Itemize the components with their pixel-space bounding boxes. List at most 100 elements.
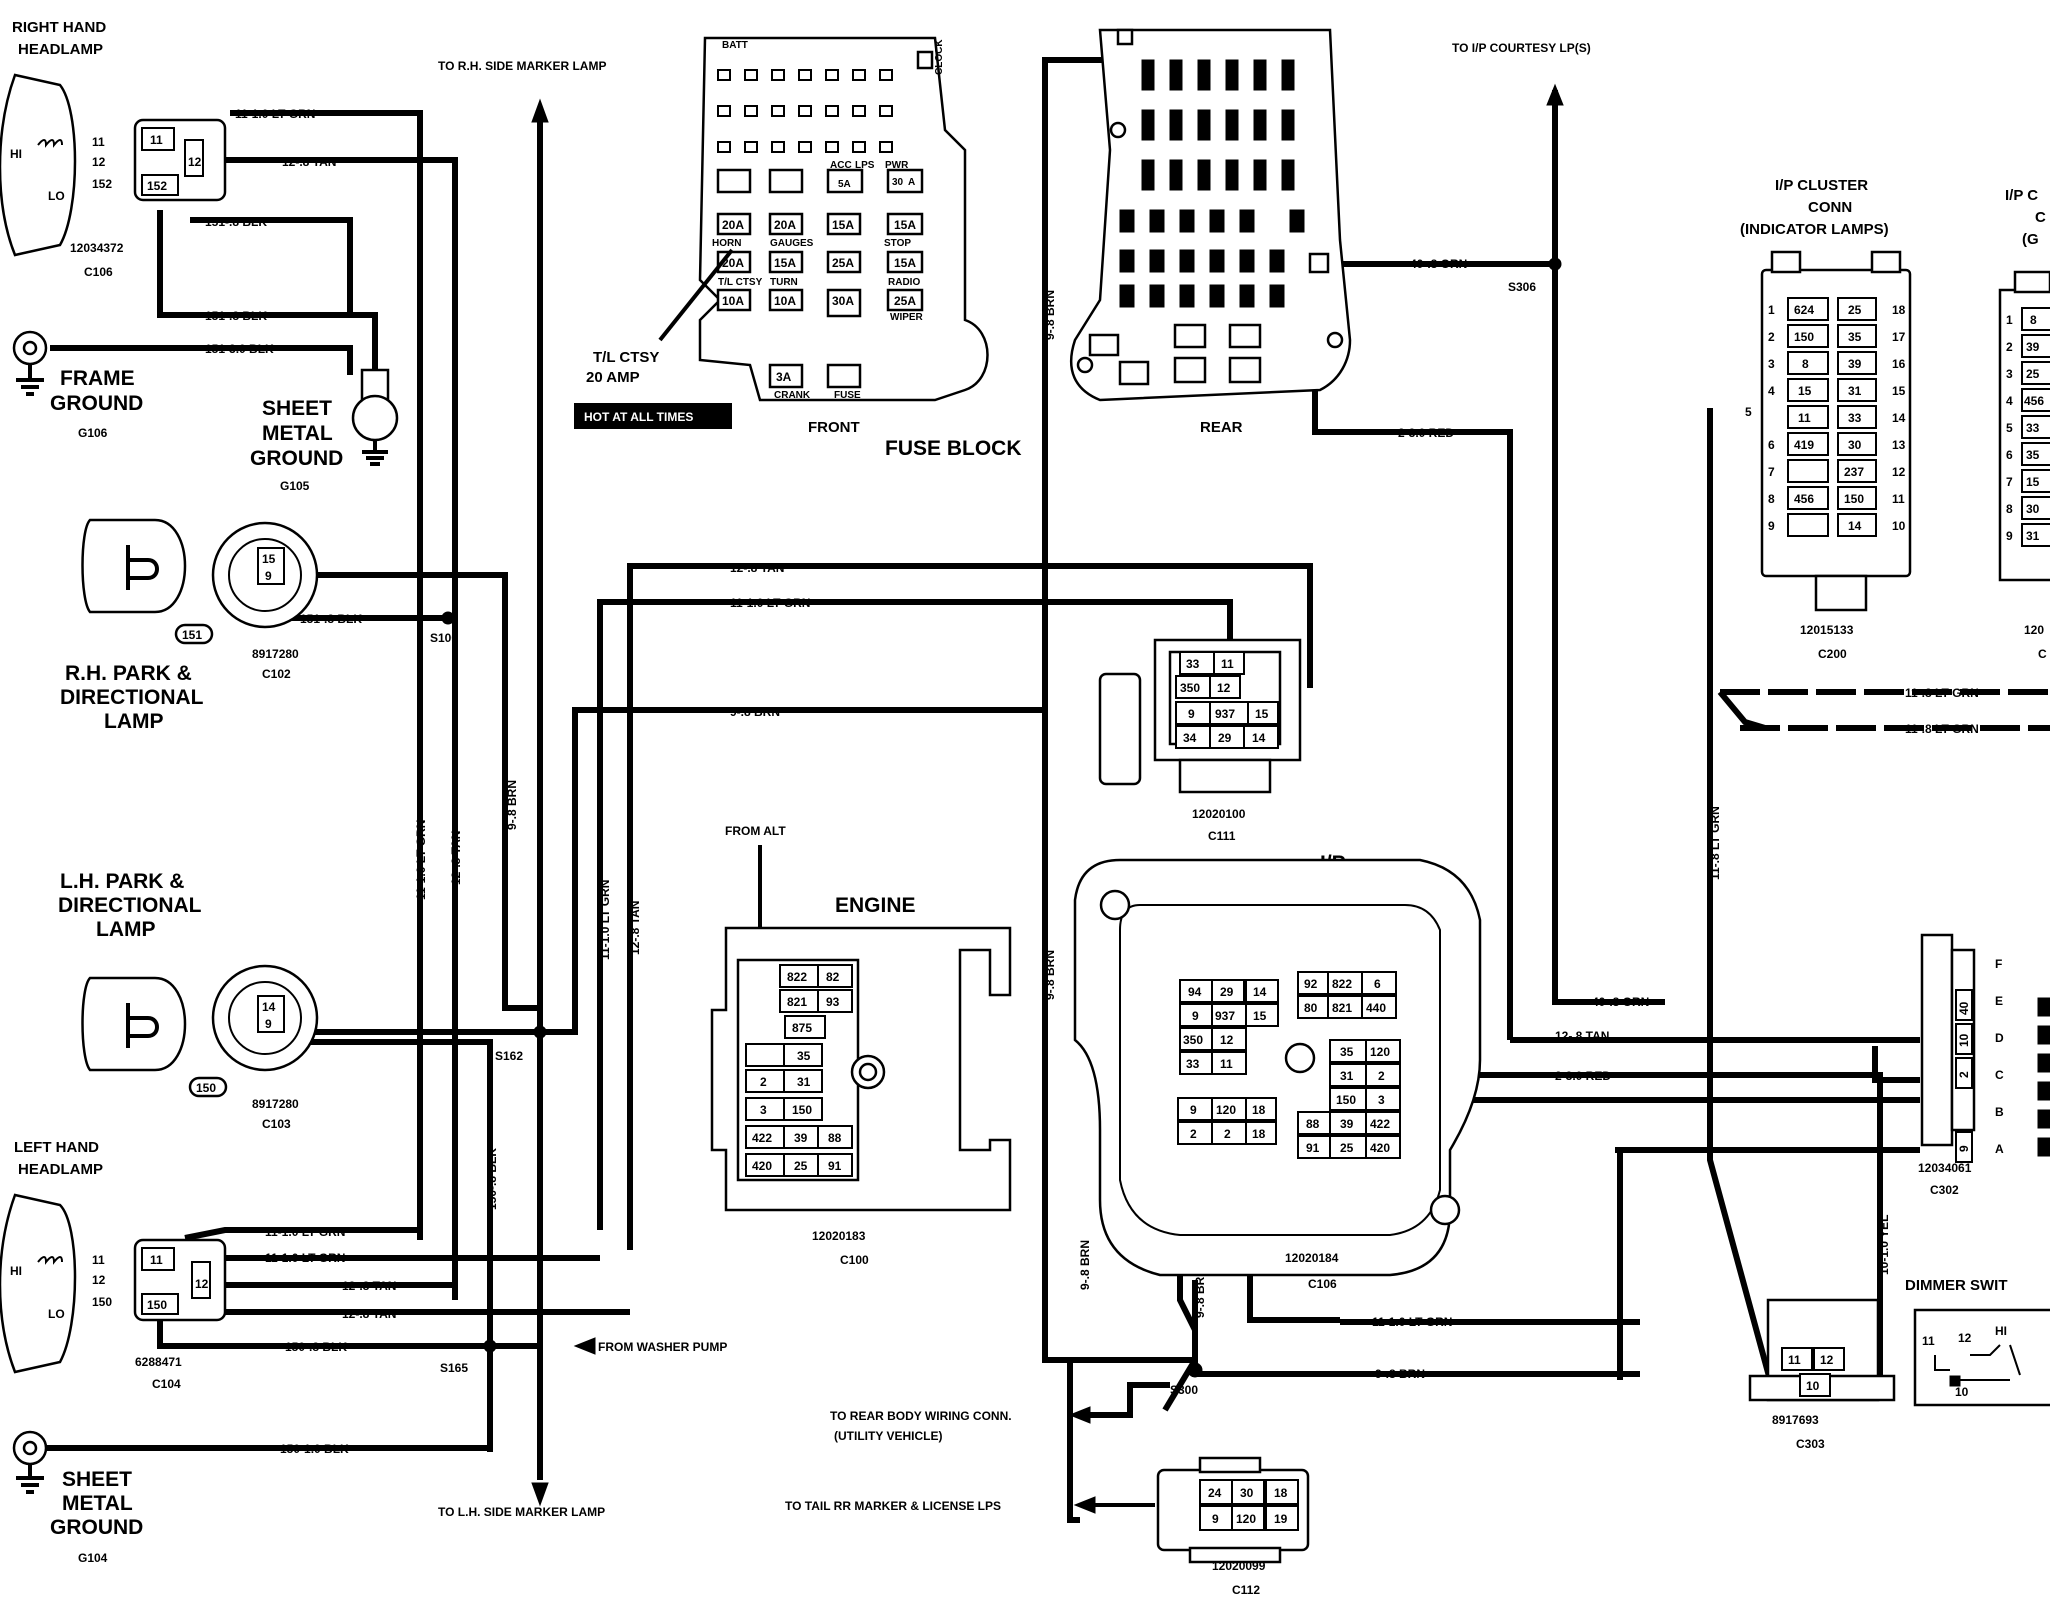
to-rear-body-label-2: (UTILITY VEHICLE) (834, 1429, 942, 1443)
fuse-30-a: A (908, 177, 915, 188)
c106-pin-88: 88 (1306, 1117, 1320, 1131)
c100-pin-31: 31 (797, 1075, 811, 1089)
c106-pin-14: 14 (1253, 985, 1267, 999)
c106-part: 12020184 (1285, 1251, 1339, 1265)
wire-label-12-tan-lh2: 12-.8 TAN (342, 1307, 396, 1321)
dimmer-switch-body (1913, 1308, 2050, 1407)
c200-pin-8: 8 (1802, 357, 1809, 371)
c200-pin-31: 31 (1848, 384, 1862, 398)
vlabel-150-blk: 150-.8 BLK (485, 1148, 499, 1210)
frame-ground-label-1: FRAME (60, 367, 135, 390)
c200b-n3: 3 (2006, 367, 2013, 381)
connector-c302: 40 10 2 9 F E D C B A 12034061 C302 (1918, 933, 2050, 1197)
c200-n15: 15 (1892, 384, 1906, 398)
c200b-pin-456: 456 (2024, 394, 2044, 408)
fuse-label-batt: BATT (722, 40, 748, 51)
c200-n13: 13 (1892, 438, 1906, 452)
c111-pin-33: 33 (1186, 657, 1200, 671)
c200-n9: 9 (1768, 519, 1775, 533)
ip-cluster-c200b: I/P C C (G 8 39 25 456 33 35 15 30 31 1 … (1998, 187, 2050, 661)
c106-pin-120: 120 (1370, 1045, 1390, 1059)
fuse-row-5: 3A CRANK FUSE (768, 363, 862, 401)
frame-ground-g106: FRAME GROUND G106 (12, 330, 143, 440)
c200b-title-2: C (2035, 209, 2046, 226)
c303-part: 8917693 (1772, 1413, 1819, 1427)
c106-pin-9: 9 (1192, 1009, 1199, 1023)
rh-lamp-pin-12: 12 (92, 155, 106, 169)
c303-id: C303 (1796, 1437, 1825, 1451)
rh-headlamp-body (0, 73, 77, 257)
lh-headlamp-conn-id: C104 (152, 1377, 181, 1391)
c200b-n6: 6 (2006, 448, 2013, 462)
splice-s162 (533, 1025, 547, 1039)
lh-park-tag (188, 1076, 228, 1098)
fuse-block-front: BATT CLOCK ACC LPS PWR 30 A 5A 20A 20A 1… (574, 36, 1022, 460)
dimmer-switch: DIMMER SWIT 11 12 HI 10 (1905, 1277, 2050, 1407)
fuse-label-tl-ctsy: T/L CTSY (718, 277, 763, 288)
engine-connector-c100: FROM ALT ENGINE 822 82 821 93 875 35 2 3… (710, 824, 1012, 1267)
c200b-pin-33: 33 (2026, 421, 2040, 435)
rh-headlamp-label-1: RIGHT HAND (12, 19, 106, 36)
tl-ctsy-label-1: T/L CTSY (593, 349, 659, 366)
c106-mid-pins: 35 120 31 2 150 3 88 39 422 91 25 420 (1297, 1039, 1401, 1159)
c111-id: C111 (1208, 829, 1236, 843)
vlabel-12-tan-b: 12-.8 TAN (628, 901, 642, 955)
c106-pin-bl-2b: 2 (1224, 1127, 1231, 1141)
from-washer-pump-label: FROM WASHER PUMP (598, 1340, 727, 1354)
c302-body (1920, 933, 1954, 1147)
wire-label-150-blk: 150-.8 BLK (285, 1340, 347, 1354)
c200-pin-15: 15 (1798, 384, 1812, 398)
wire-label-11-ltgrn-top: 11-1.0 LT GRN (235, 107, 315, 121)
up-arrow-courtesy (1546, 83, 1564, 106)
lh-headlamp-body (0, 1193, 77, 1374)
splice-s100 (441, 611, 455, 625)
fuse-row-4: T/L CTSY TURN RADIO 10A 10A 30A 25A WIPE… (716, 277, 924, 323)
c111-pin-12: 12 (1217, 681, 1231, 695)
wire-label-11-ltgrn-lh2: 11-1.0 LT GRN (265, 1251, 345, 1265)
c200b-pin-35: 35 (2026, 448, 2040, 462)
fuse-label-lps: LPS (855, 160, 875, 171)
c303-pin-12: 12 (1820, 1353, 1834, 1367)
dimmer-pin-12: 12 (1958, 1331, 1972, 1345)
from-alt-label: FROM ALT (725, 824, 786, 838)
c106-pin-29: 29 (1220, 985, 1234, 999)
to-tail-label: TO TAIL RR MARKER & LICENSE LPS (785, 1499, 1001, 1513)
c100-pin-150: 150 (792, 1103, 812, 1117)
lh-headlamp-lo: LO (48, 1307, 65, 1321)
c111-pin-11: 11 (1221, 657, 1234, 671)
wire-label-11-ltgrn-r2: 11-.8 LT GRN (1905, 722, 1979, 736)
c200-pin-150: 150 (1794, 330, 1814, 344)
c106-pin-94: 94 (1188, 985, 1202, 999)
c106-pin-422: 422 (1370, 1117, 1390, 1131)
c200b-n5: 5 (2006, 421, 2013, 435)
c200-pin-624: 624 (1794, 303, 1814, 317)
c106-pin-bl-2a: 2 (1190, 1127, 1197, 1141)
rh-headlamp: RIGHT HAND HEADLAMP HI LO 11 12 152 11 1… (0, 19, 227, 279)
c100-pin-82: 82 (826, 970, 840, 984)
c106-center-bolt (1284, 1042, 1316, 1074)
g104-label-3: GROUND (50, 1516, 143, 1539)
rh-conn-pin-11-box (141, 127, 175, 151)
c303-pin-11: 11 (1788, 1353, 1801, 1367)
g104-label-1: SHEET (62, 1468, 132, 1491)
c111-pin-34: 34 (1183, 731, 1197, 745)
c302-letter-d: D (1995, 1031, 2004, 1045)
vlabel-9-brn-r: 9-.8 BRN (1193, 1268, 1207, 1318)
fuse-label-turn: TURN (770, 277, 798, 288)
fuse-label-gauges: GAUGES (770, 238, 814, 249)
rh-headlamp-label-2: HEADLAMP (18, 41, 103, 58)
fuse-clock-box (916, 50, 934, 70)
c200b-pin-31: 31 (2026, 529, 2040, 543)
c112-pin-9: 9 (1212, 1512, 1219, 1526)
splice-s306 (1548, 257, 1562, 271)
g105-lug (351, 394, 399, 442)
fuse-r2-2: 25A (832, 256, 854, 270)
c106-pin-6: 6 (1374, 977, 1381, 991)
c106-pin-420: 420 (1370, 1141, 1390, 1155)
fuse-r1-2: 15A (832, 218, 854, 232)
fuse-r5-0: 3A (776, 370, 792, 384)
c112-pin-24: 24 (1208, 1486, 1222, 1500)
c200-n18: 18 (1892, 303, 1906, 317)
c106-pin-92: 92 (1304, 977, 1318, 991)
tl-ctsy-label-2: 20 AMP (586, 369, 640, 386)
